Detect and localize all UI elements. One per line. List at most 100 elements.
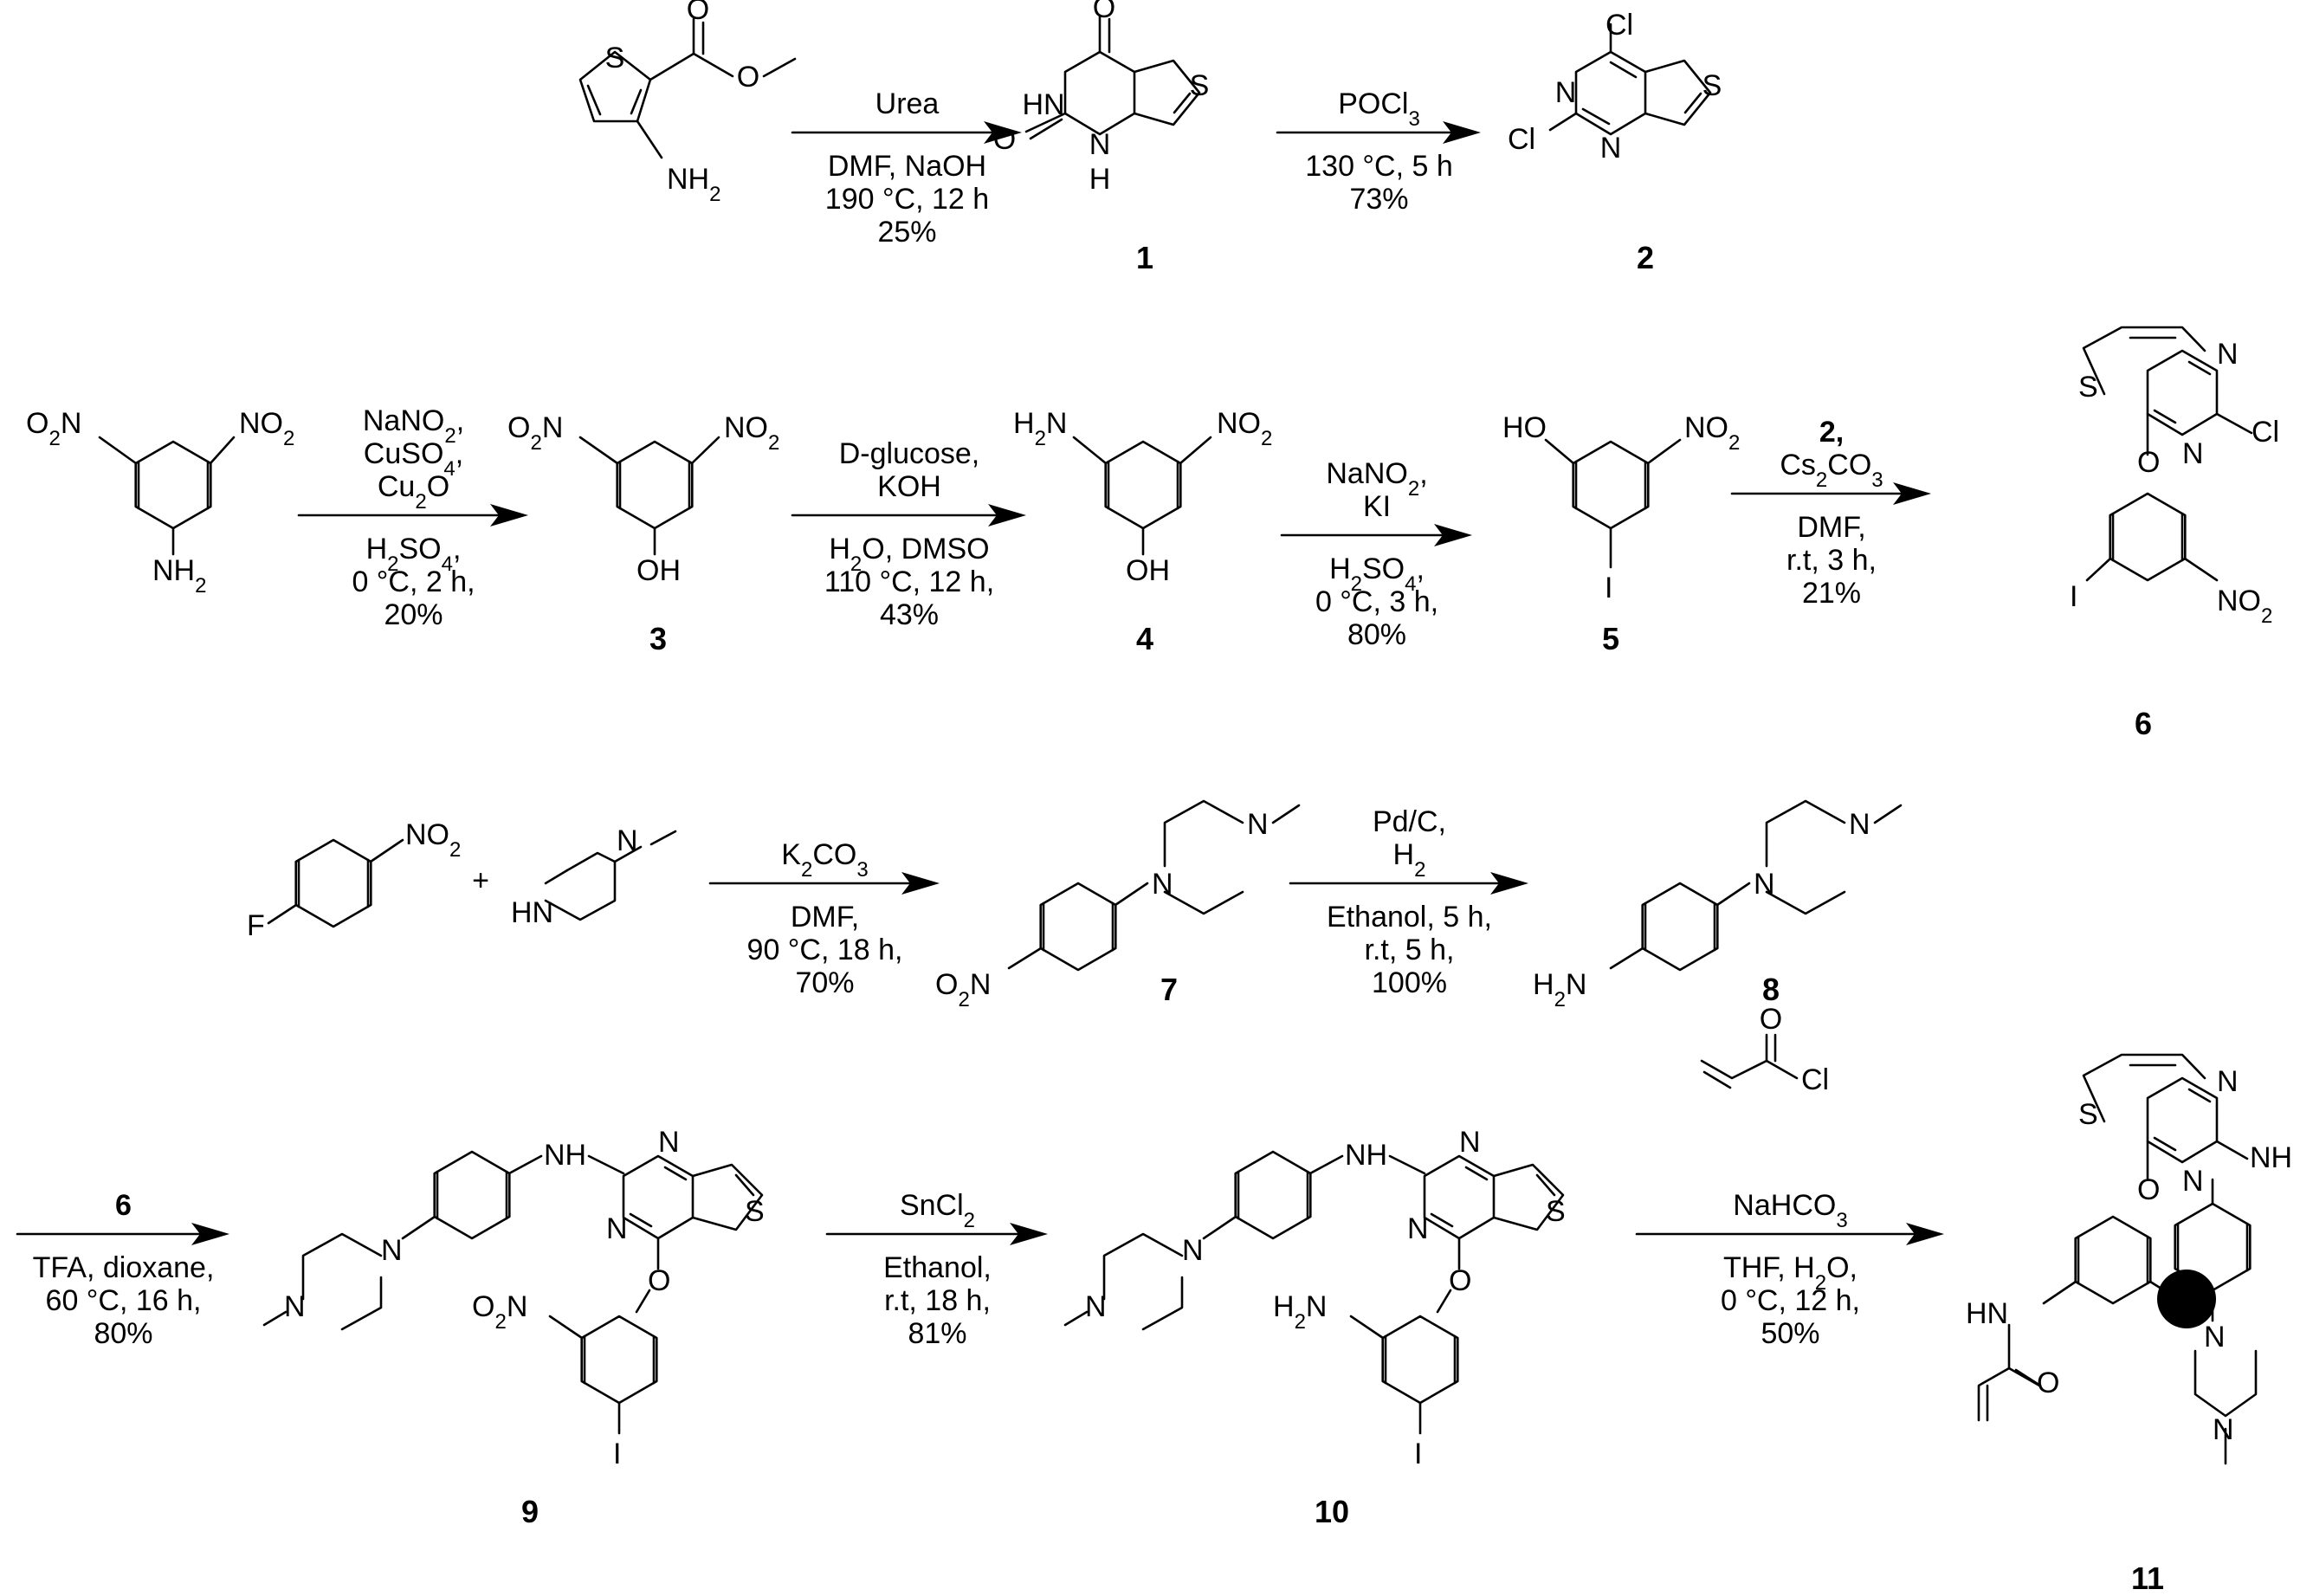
iodine-label: I xyxy=(1605,572,1612,604)
arrow-head-s8 xyxy=(1490,872,1528,895)
nitro-label: NO2 xyxy=(724,411,779,455)
compound-number-4: 4 xyxy=(1136,621,1153,656)
nitrogen-label: N xyxy=(2182,1165,2204,1198)
condition-below-s8-1: r.t, 5 h, xyxy=(1365,934,1455,966)
condition-above-s4-0: D-glucose, xyxy=(839,437,980,470)
condition-below-s9-2: 80% xyxy=(94,1317,152,1350)
amide-oxygen-label: O xyxy=(2037,1367,2059,1399)
fluorine-label: F xyxy=(247,909,265,942)
condition-below-s11-1: 0 °C, 12 h, xyxy=(1721,1284,1860,1317)
condition-above-s3-1: CuSO4, xyxy=(364,437,463,481)
compound-number-8: 8 xyxy=(1762,972,1780,1007)
iodine-label: I xyxy=(2070,580,2077,613)
sulfur-label: S xyxy=(745,1195,765,1228)
sulfur-label: S xyxy=(605,42,625,74)
nitrogen-label: N xyxy=(2204,1321,2226,1354)
nitrogen-label: N xyxy=(1849,808,1870,841)
amine-label: NH2 xyxy=(152,554,206,598)
condition-above-s3-0: NaNO2, xyxy=(363,404,464,448)
compound-7: N N O2N 7 xyxy=(935,799,1301,1011)
nitrogen-label: N xyxy=(1085,1290,1107,1323)
reagent-methylpiperazine: HN N xyxy=(511,824,677,929)
nh-label: HN xyxy=(1022,88,1064,121)
compound-1: O HN O N H S 1 xyxy=(993,0,1210,275)
reagent-acryloyl-chloride: O Cl xyxy=(1700,1003,1829,1096)
nitro-label: NO2 xyxy=(2217,585,2272,628)
condition-below-s3-1: 0 °C, 2 h, xyxy=(352,565,475,598)
arrow-head-s9 xyxy=(191,1223,229,1245)
condition-below-s6-2: 21% xyxy=(1802,577,1861,610)
nitro-label: NO2 xyxy=(405,818,461,862)
compound-9: N N NH N N S O O2N I 9 xyxy=(262,1126,765,1529)
nh-label: NH xyxy=(2250,1141,2292,1174)
compound-number-6: 6 xyxy=(2135,706,2152,741)
condition-below-s7-1: 90 °C, 18 h, xyxy=(747,934,903,966)
arrow-head-s11 xyxy=(1906,1223,1944,1245)
condition-below-s4-2: 43% xyxy=(880,598,939,631)
sulfur-label: S xyxy=(1546,1195,1566,1228)
iodine-highlight-circle xyxy=(2157,1270,2216,1328)
compound-number-11: 11 xyxy=(2131,1560,2164,1596)
chlorine-label: Cl xyxy=(1508,123,1535,156)
compound-10: N N NH N N S O H2N I 10 xyxy=(1063,1126,1566,1529)
condition-above-s5-1: KI xyxy=(1363,490,1391,523)
nh-lower-label: N xyxy=(1089,128,1111,161)
condition-below-s8-0: Ethanol, 5 h, xyxy=(1327,901,1492,934)
compound-5: HO NO2 I 5 xyxy=(1502,411,1740,656)
nitro-label: O2N xyxy=(472,1290,527,1334)
condition-below-s4-1: 110 °C, 12 h, xyxy=(824,565,994,598)
ester-oxygen-label: O xyxy=(737,61,759,94)
nitrogen-label: N xyxy=(1754,868,1775,901)
chlorine-label: Cl xyxy=(1606,9,1633,42)
condition-below-s2-1: 73% xyxy=(1349,183,1408,216)
nitrogen-label: N xyxy=(1459,1126,1481,1159)
condition-below-s11-2: 50% xyxy=(1761,1317,1819,1350)
ether-oxygen-label: O xyxy=(2137,1173,2160,1206)
condition-above-s6-0: 2, xyxy=(1819,416,1844,449)
starting-material-aminothiophene-ester: S O O NH2 xyxy=(578,0,797,206)
compound-number-10: 10 xyxy=(1315,1494,1349,1529)
nitrogen-label: N xyxy=(2217,1065,2239,1098)
nitrogen-label: N xyxy=(2213,1413,2234,1446)
condition-below-s7-0: DMF, xyxy=(791,901,859,934)
condition-below-s5-2: 80% xyxy=(1347,618,1406,651)
amine-label: H2N xyxy=(1273,1290,1327,1334)
nitrogen-label: N xyxy=(284,1290,306,1323)
compound-11: S N N NH O I HN O N N 11 xyxy=(1966,1053,2292,1596)
nitrogen-label: N xyxy=(1555,76,1577,109)
condition-below-s10-1: r.t, 18 h, xyxy=(884,1284,991,1317)
nh-label: NH xyxy=(1345,1139,1387,1172)
condition-above-s9-0: 6 xyxy=(115,1189,132,1222)
nitrogen-label: N xyxy=(658,1126,680,1159)
ether-oxygen-label: O xyxy=(2137,446,2160,479)
hydroxyl-label: HO xyxy=(1502,411,1547,444)
carbonyl-oxygen-label: O xyxy=(1760,1003,1782,1036)
condition-above-s2-0: POCl3 xyxy=(1338,87,1420,131)
arrow-head-s3 xyxy=(490,504,528,527)
starting-material-dinitroaniline: O2N NO2 NH2 xyxy=(26,407,294,598)
nitro-label: O2N xyxy=(507,411,563,455)
compound-6: S N N Cl O I NO2 6 xyxy=(2070,326,2279,741)
compound-4: H2N NO2 OH 4 xyxy=(1013,407,1272,656)
condition-above-s3-2: Cu2O xyxy=(378,470,449,514)
condition-below-s6-1: r.t, 3 h, xyxy=(1786,544,1877,577)
condition-below-s10-0: Ethanol, xyxy=(883,1251,992,1284)
compound-number-2: 2 xyxy=(1637,240,1654,275)
condition-above-s8-1: H2 xyxy=(1393,838,1426,882)
condition-above-s6-1: Cs2CO3 xyxy=(1780,449,1883,492)
hydroxyl-label: OH xyxy=(636,554,681,587)
arrow-head-s1 xyxy=(984,121,1022,144)
compound-number-7: 7 xyxy=(1160,972,1178,1007)
condition-below-s9-1: 60 °C, 16 h, xyxy=(46,1284,202,1317)
condition-above-s5-0: NaNO2, xyxy=(1326,457,1427,501)
compound-number-1: 1 xyxy=(1136,240,1153,275)
compound-3: O2N NO2 OH 3 xyxy=(507,411,779,656)
compound-2: Cl N Cl N S 2 xyxy=(1508,9,1722,275)
c4-oxygen-label: O xyxy=(1093,0,1115,24)
condition-below-s6-0: DMF, xyxy=(1797,511,1865,544)
compound-number-5: 5 xyxy=(1602,621,1619,656)
condition-below-s1-2: 25% xyxy=(877,216,936,249)
arrow-head-s6 xyxy=(1893,482,1931,505)
iodine-label: I xyxy=(613,1438,621,1470)
